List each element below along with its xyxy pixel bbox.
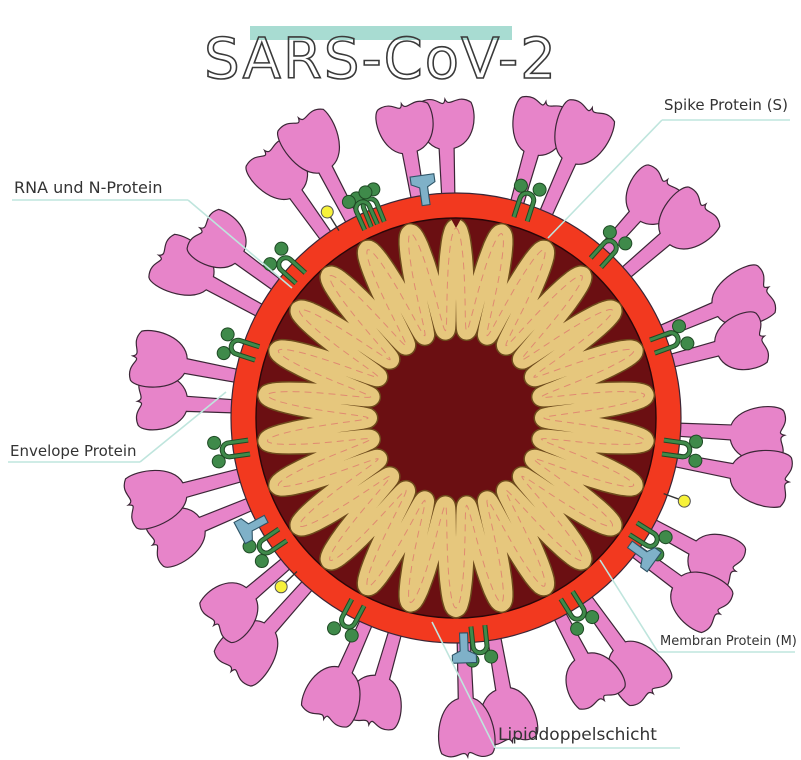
label-rna-n-protein: RNA und N-Protein: [14, 178, 162, 197]
page-title: SARS-CoV-2: [204, 27, 558, 92]
membrane-protein-bulb: [272, 239, 290, 257]
label-membrane-protein: Membran Protein (M): [660, 634, 797, 649]
label-spike-protein: Spike Protein (S): [664, 96, 788, 114]
label-lipid-bilayer: Lipiddoppelschicht: [498, 725, 657, 745]
title-group: SARS-CoV-2: [204, 26, 558, 92]
membrane-protein-bulb: [207, 436, 222, 451]
yellow-protein-head: [677, 493, 692, 508]
label-envelope-protein: Envelope Protein: [10, 442, 137, 460]
yellow-protein-stem: [284, 572, 297, 585]
